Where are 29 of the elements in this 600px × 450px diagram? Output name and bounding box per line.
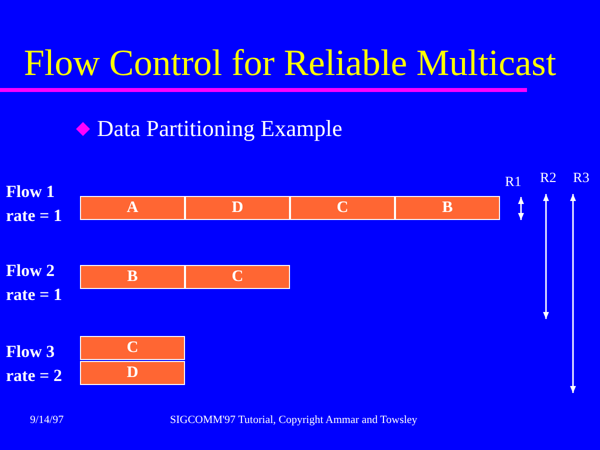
- block-letter: A: [126, 199, 138, 217]
- block-letter: B: [127, 268, 138, 286]
- data-block: [395, 196, 500, 220]
- receiver-label: R1: [505, 175, 522, 191]
- block-letter: D: [232, 199, 244, 217]
- data-block: [80, 265, 185, 289]
- block-letter: C: [336, 199, 348, 217]
- rate-label: rate = 2: [6, 366, 62, 386]
- flow-label: Flow 2: [6, 261, 55, 281]
- flow-label: Flow 3: [6, 342, 55, 362]
- rate-label: rate = 1: [6, 206, 62, 226]
- bullet-text: Data Partitioning Example: [97, 116, 342, 142]
- rate-label: rate = 1: [6, 285, 62, 305]
- block-letter: C: [232, 268, 244, 286]
- data-block: [80, 196, 185, 220]
- data-block: [80, 361, 185, 385]
- block-letter: C: [126, 339, 138, 357]
- data-block: [185, 196, 290, 220]
- slide-title: Flow Control for Reliable Multicast: [22, 42, 558, 85]
- data-block: [290, 196, 395, 220]
- block-letter: B: [442, 199, 453, 217]
- flow-label: Flow 1: [6, 182, 55, 202]
- block-letter: D: [126, 364, 138, 382]
- receiver-label: R2: [540, 171, 556, 187]
- footer-date: 9/14/97: [30, 414, 64, 426]
- receiver-label: R3: [573, 171, 590, 187]
- data-block: [80, 336, 185, 360]
- data-block: [185, 265, 290, 289]
- footer-text: SIGCOMM'97 Tutorial, Copyright Ammar and Towsley: [170, 414, 418, 426]
